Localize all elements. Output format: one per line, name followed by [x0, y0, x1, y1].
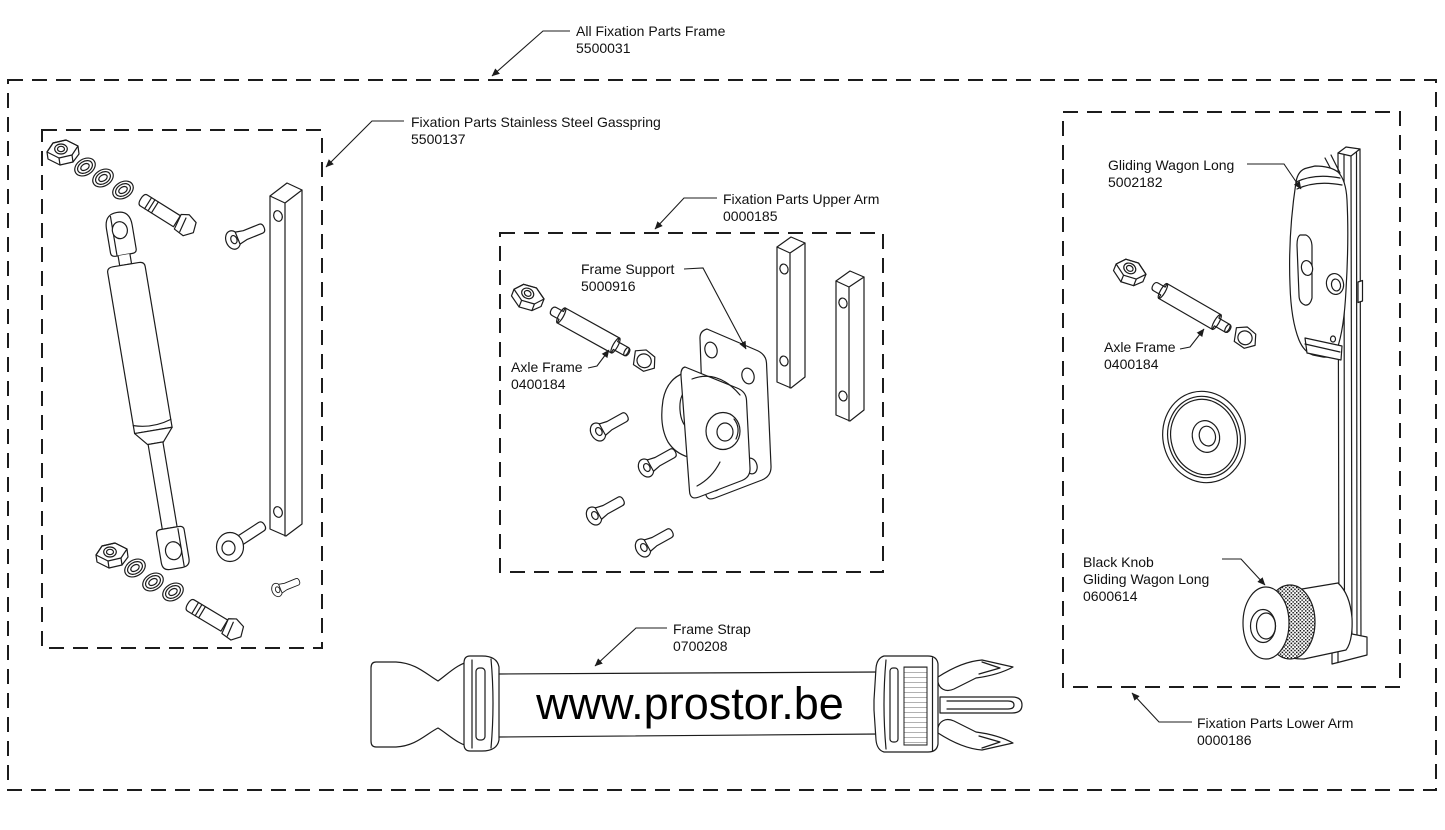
part-name: Black Knob: [1083, 554, 1154, 570]
callout-frame-strap: Frame Strap 0700208: [673, 621, 751, 655]
part-name: Fixation Parts Stainless Steel Gasspring: [411, 114, 661, 130]
part-name: Axle Frame: [511, 359, 583, 375]
black-knob-drawing: [1242, 582, 1353, 660]
part-name: All Fixation Parts Frame: [576, 23, 726, 39]
callout-axle-frame-upper: Axle Frame 0400184: [511, 359, 583, 393]
part-number: 0700208: [673, 638, 728, 654]
frame-support-drawing: [661, 328, 772, 500]
upper-arm-group-boundary: [499, 232, 884, 573]
callout-gliding-wagon: Gliding Wagon Long 5002182: [1108, 157, 1234, 191]
part-name: Gliding Wagon Long: [1083, 571, 1210, 587]
part-number: 5002182: [1108, 174, 1163, 190]
part-number: 5000916: [581, 278, 636, 294]
upper-arm-group-drawing: [508, 236, 865, 561]
part-name: Axle Frame: [1104, 339, 1176, 355]
frame-strap-drawing: [370, 655, 1023, 753]
countersunk-screw-drawing: [222, 218, 269, 253]
callout-lower-arm: Fixation Parts Lower Arm 0000186: [1197, 715, 1353, 749]
part-number: 0600614: [1083, 588, 1138, 604]
part-number: 5500031: [576, 40, 631, 56]
part-name: Fixation Parts Lower Arm: [1197, 715, 1354, 731]
strap-receptacle-drawing: [370, 660, 473, 748]
leader-lines: [325, 30, 1302, 723]
gliding-wagon-drawing: [1289, 154, 1349, 361]
gas-spring-drawing: [105, 211, 190, 571]
part-name: Gliding Wagon Long: [1108, 157, 1235, 173]
part-number: 0400184: [511, 376, 566, 392]
callout-upper-arm: Fixation Parts Upper Arm 0000185: [723, 191, 879, 225]
callout-axle-frame-lower: Axle Frame 0400184: [1104, 339, 1176, 373]
spacer-bar-drawing: [835, 270, 865, 422]
countersunk-screw-drawing: [586, 406, 633, 445]
part-number: 0000186: [1197, 732, 1252, 748]
hex-bolt-drawing: [135, 187, 201, 241]
washer-drawing: [108, 176, 138, 204]
callout-black-knob: Black Knob Gliding Wagon Long 0600614: [1083, 554, 1209, 605]
strap-brand-text: www.prostor.be: [536, 678, 844, 729]
part-name: Frame Strap: [673, 621, 751, 637]
countersunk-screw-drawing: [582, 490, 629, 529]
countersunk-screw-drawing: [631, 522, 678, 561]
mounting-bar-drawing: [269, 182, 303, 537]
part-name: Fixation Parts Upper Arm: [723, 191, 880, 207]
lower-arm-group-boundary: [1062, 111, 1401, 688]
eye-bolt-drawing: [215, 521, 267, 563]
callout-all-fixation-parts-frame: All Fixation Parts Frame 5500031: [576, 23, 725, 57]
lower-arm-group-drawing: [1110, 146, 1368, 665]
hex-bolt-drawing: [182, 592, 249, 645]
callout-gasspring: Fixation Parts Stainless Steel Gasspring…: [411, 114, 661, 148]
gasspring-group-boundary: [41, 129, 323, 649]
part-name: Frame Support: [581, 261, 675, 277]
hex-nut-drawing: [95, 542, 129, 569]
spacer-bar-drawing: [776, 236, 806, 389]
washer-drawing: [138, 568, 168, 596]
gasspring-group-drawing: [46, 139, 303, 645]
hex-nut-drawing: [46, 139, 80, 166]
part-number: 5500137: [411, 131, 466, 147]
callout-frame-support: Frame Support 5000916: [581, 261, 674, 295]
countersunk-screw-drawing: [634, 442, 681, 481]
part-number: 0400184: [1104, 356, 1159, 372]
strap-band-drawing: [498, 671, 881, 738]
washer-drawing: [158, 578, 188, 606]
outer-assembly-boundary: [7, 79, 1437, 791]
part-number: 0000185: [723, 208, 778, 224]
disc-drawing: [1162, 390, 1246, 484]
strap-clip-drawing: [873, 655, 1023, 753]
small-screw-drawing: [269, 574, 303, 599]
